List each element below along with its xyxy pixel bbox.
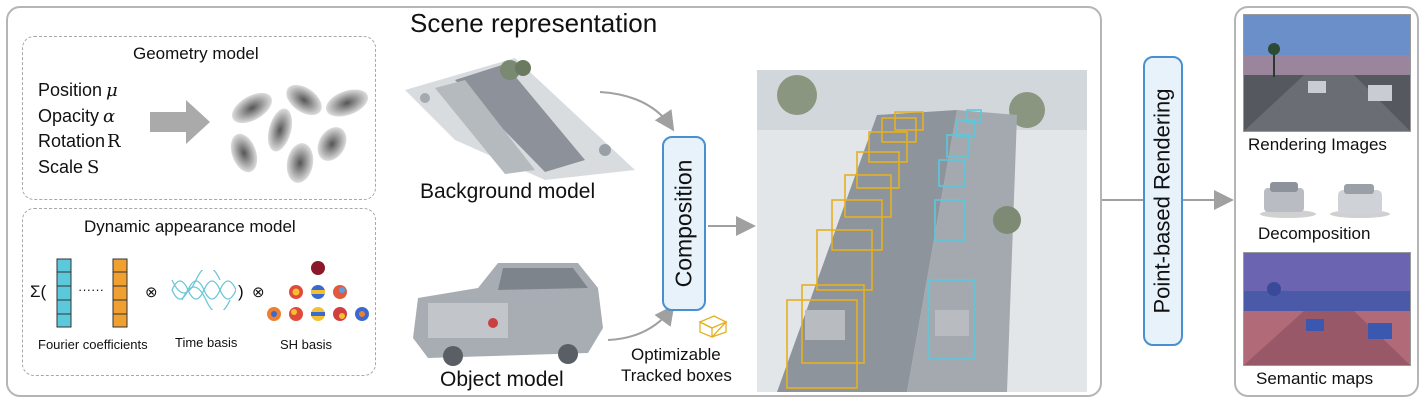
semantic-map-thumb: [1243, 252, 1411, 366]
fourier-column-orange-icon: [112, 258, 128, 328]
fourier-column-cyan-icon: [56, 258, 72, 328]
decomposition-cars-icon: [1260, 182, 1390, 218]
boxes-line2: Tracked boxes: [621, 366, 732, 385]
outputs-panel: [1234, 6, 1419, 397]
sh-basis-spheres-icon: [267, 261, 369, 321]
sh-basis-label: SH basis: [280, 337, 333, 352]
otimes-2: ⊗: [252, 284, 265, 301]
sum-open: Σ(: [30, 282, 47, 301]
background-label: Background model: [420, 180, 596, 203]
object-pointcloud-image: [413, 263, 603, 366]
gaussian-ellipsoids-icon: [230, 84, 369, 183]
scene-panel: [6, 6, 1102, 397]
otimes-1: ⊗: [145, 284, 158, 301]
tracked-box-icon: [698, 315, 728, 338]
output-semantic-maps: Semantic maps: [1256, 369, 1374, 388]
output-decomposition: Decomposition: [1258, 224, 1371, 243]
composed-scene-image: [757, 70, 1087, 392]
composition-label: Composition: [670, 159, 697, 288]
time-basis-waves-icon: [171, 270, 236, 310]
fourier-label: Fourier coefficients: [38, 337, 148, 352]
object-label: Object model: [440, 368, 564, 391]
appearance-title: Dynamic appearance model: [84, 217, 296, 236]
time-basis-label: Time basis: [175, 335, 238, 350]
composition-block: Composition: [662, 136, 706, 311]
boxes-line1: Optimizable: [631, 345, 721, 364]
rendering-image-thumb: [1243, 14, 1411, 132]
appearance-model-box: [22, 208, 376, 376]
geometry-model-box: [22, 36, 376, 200]
output-rendering-images: Rendering Images: [1248, 135, 1387, 154]
background-pointcloud-image: [405, 58, 635, 180]
scene-title: Scene representation: [410, 8, 658, 38]
geometry-arrow-icon: [150, 100, 210, 144]
rendering-label: Point-based Rendering: [1150, 88, 1176, 314]
geometry-title: Geometry model: [133, 44, 259, 63]
coeff-dots: ······: [78, 282, 104, 297]
close-paren: ): [238, 282, 244, 301]
point-based-rendering-block: Point-based Rendering: [1143, 56, 1183, 346]
